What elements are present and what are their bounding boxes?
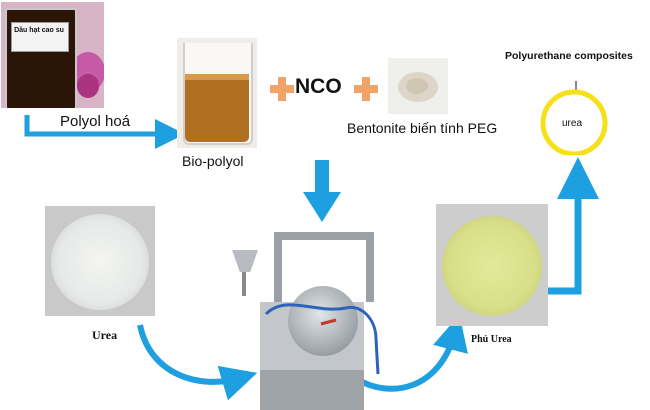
- urea-label: Urea: [92, 328, 118, 342]
- arrow-down-icon: [303, 160, 341, 222]
- polyol-step-label: Polyol hoá: [60, 113, 131, 130]
- bio-polyol-label: Bio-polyol: [182, 153, 244, 169]
- coating-machine-photo: [226, 224, 396, 410]
- urea-photo: [45, 206, 155, 316]
- urea-core-label: urea: [562, 118, 583, 129]
- composite-title: Polyurethane composites: [505, 50, 633, 62]
- arrow-up-icon: [547, 157, 599, 295]
- rubber-seed-oil-photo: Dầu hạt cao su: [1, 2, 104, 108]
- bentonite-photo: [388, 58, 448, 114]
- arrow-right-icon: [137, 324, 258, 401]
- coated-urea-photo: [436, 204, 548, 326]
- oil-jar-label: Dầu hạt cao su: [14, 27, 64, 34]
- bentonite-label: Bentonite biến tính PEG: [347, 120, 498, 136]
- bio-polyol-photo: [177, 38, 257, 148]
- coated-granule-diagram: [540, 81, 608, 155]
- arrow-right-icon: [353, 314, 468, 392]
- arrow-right-icon: [24, 115, 185, 149]
- nco-label: NCO: [295, 75, 342, 98]
- coated-urea-label: Phủ Urea: [471, 334, 512, 345]
- plus-icon: [270, 77, 294, 101]
- plus-icon: [354, 77, 378, 101]
